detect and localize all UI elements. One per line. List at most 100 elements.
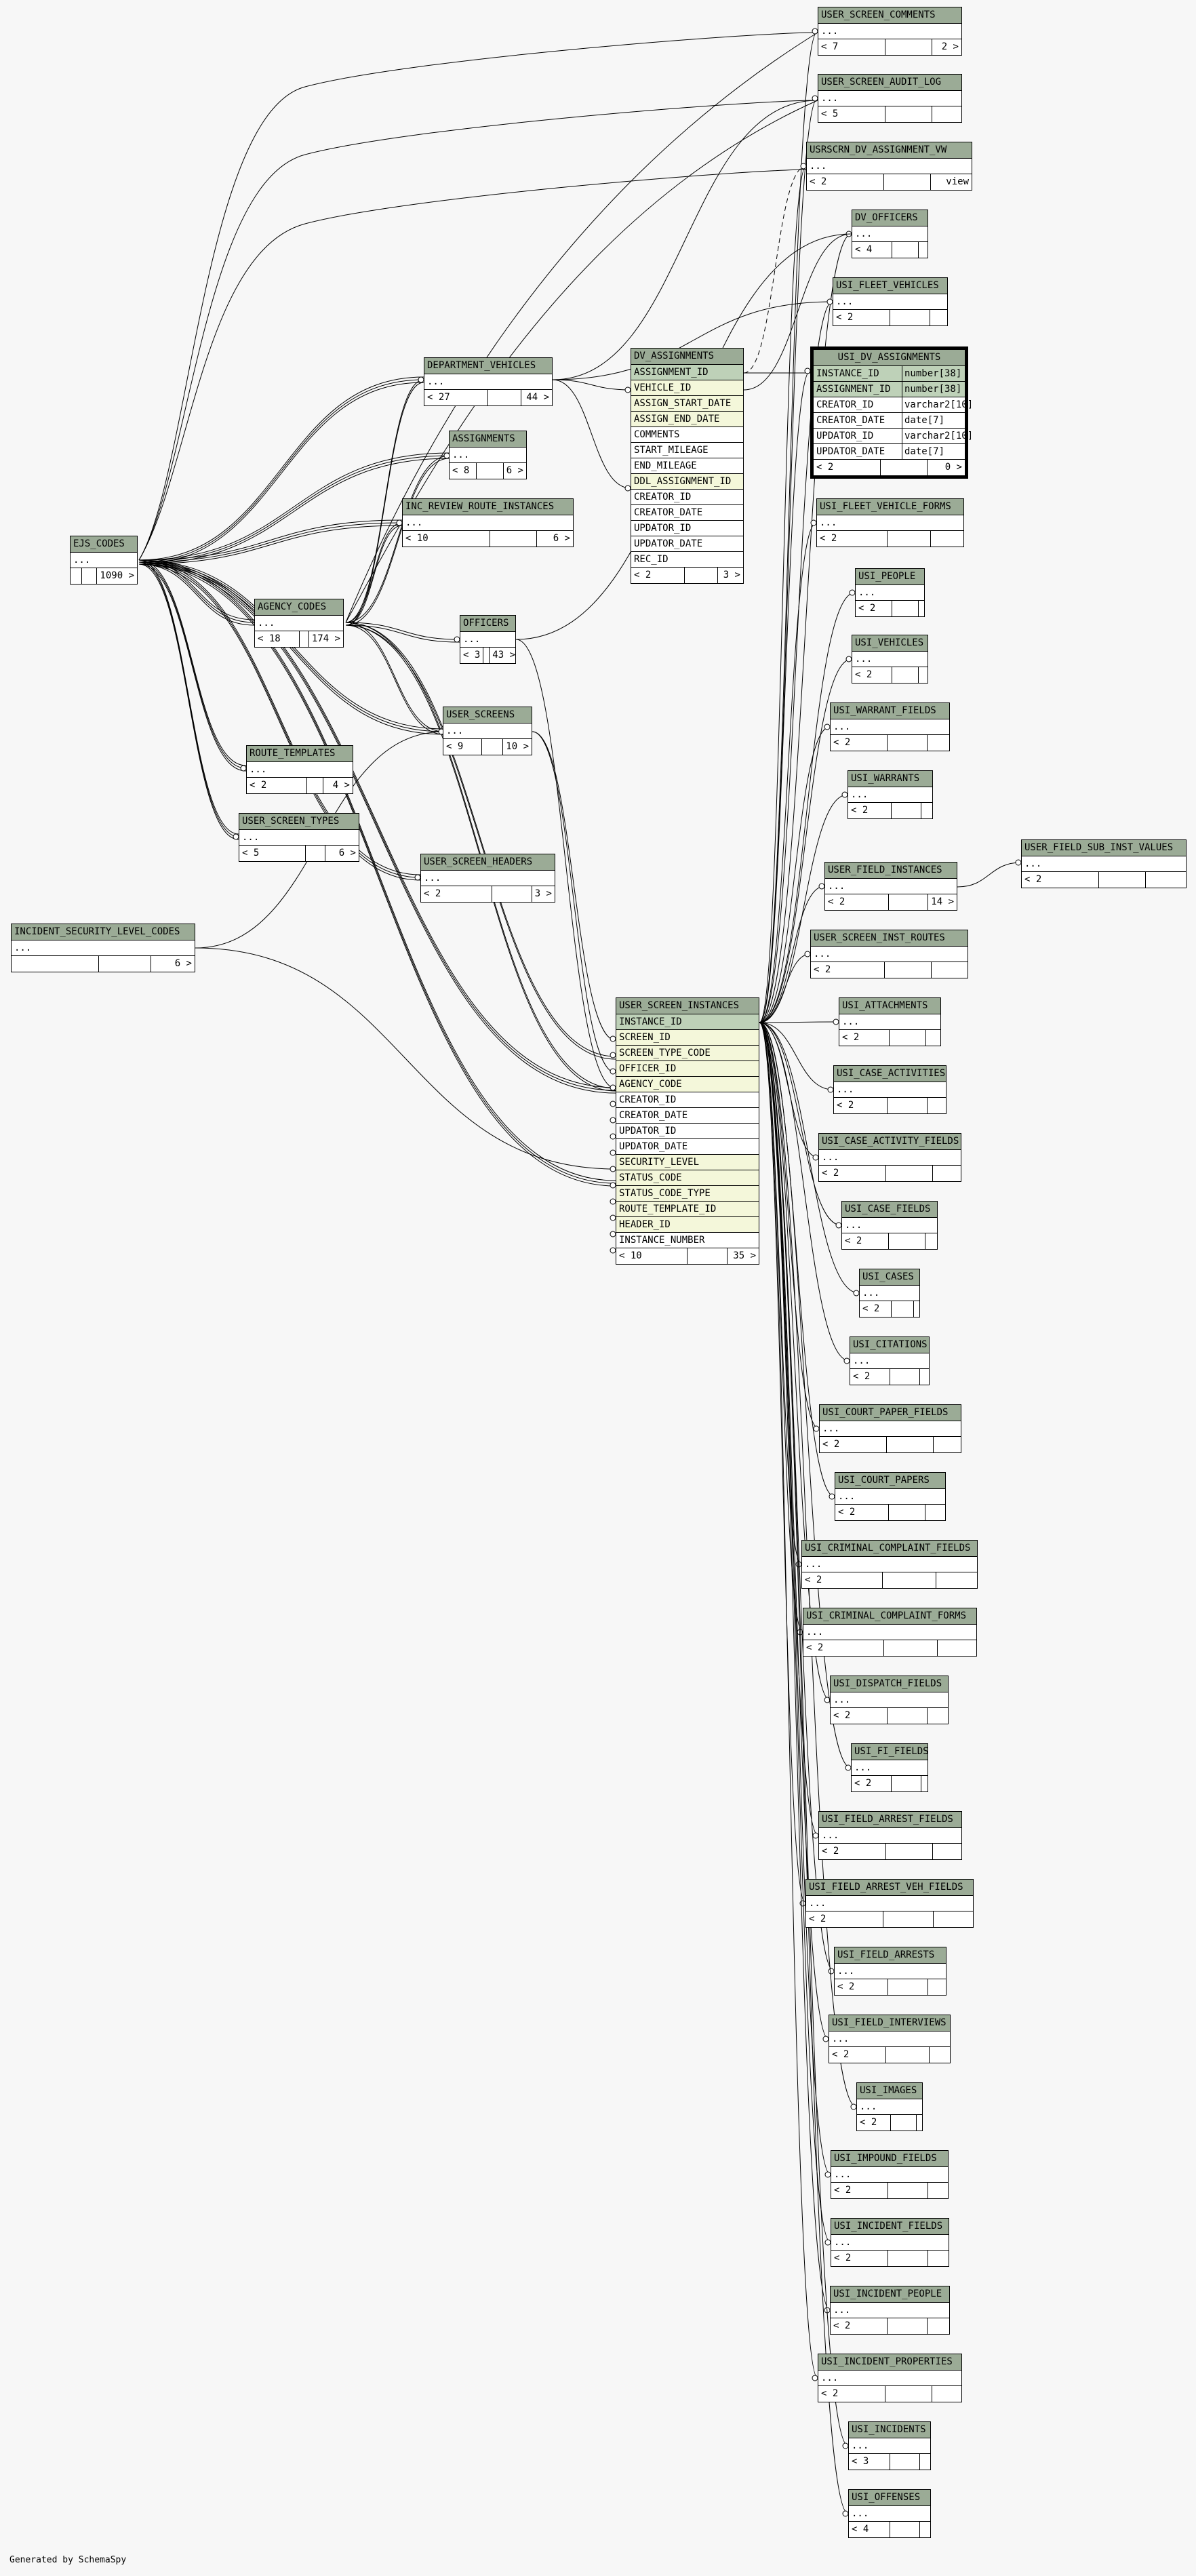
table-usi-dispatch-fields[interactable]: USI_DISPATCH_FIELDS...< 2 — [830, 1676, 949, 1724]
table-usi-field-arrest-fields[interactable]: USI_FIELD_ARREST_FIELDS...< 2 — [818, 1811, 962, 1860]
relationship-line — [345, 100, 818, 623]
table-header: ASSIGNMENTS — [450, 431, 526, 448]
table-usi-field-arrest-veh-fields[interactable]: USI_FIELD_ARREST_VEH_FIELDS...< 2 — [805, 1879, 974, 1928]
footer-row: < 3 — [849, 2454, 930, 2470]
table-header: USI_DV_ASSIGNMENTS — [814, 350, 965, 366]
column-name: ... — [427, 376, 445, 387]
table-usi-impound-fields[interactable]: USI_IMPOUND_FIELDS...< 2 — [831, 2150, 949, 2199]
table-header: USI_FIELD_INTERVIEWS — [829, 2015, 950, 2032]
table-usi-warrants[interactable]: USI_WARRANTS...< 2 — [848, 770, 933, 819]
table-user-screen-audit-log[interactable]: USER_SCREEN_AUDIT_LOG...< 5 — [818, 74, 962, 123]
table-usi-incident-properties[interactable]: USI_INCIDENT_PROPERTIES...< 2 — [818, 2354, 962, 2402]
table-usi-images[interactable]: USI_IMAGES...< 2 — [856, 2082, 923, 2131]
column-row: COMMENTS — [631, 427, 743, 443]
table-footer: 6 > — [12, 956, 195, 972]
table-usi-offenses[interactable]: USI_OFFENSES...< 4 — [848, 2489, 931, 2538]
child-count — [930, 310, 947, 325]
table-header: USI_FIELD_ARREST_VEH_FIELDS — [806, 1880, 973, 1896]
parent-count: < 2 — [802, 1572, 883, 1588]
table-usi-court-paper-fields[interactable]: USI_COURT_PAPER_FIELDS...< 2 — [819, 1404, 961, 1453]
table-usi-vehicles[interactable]: USI_VEHICLES...< 2 — [852, 635, 928, 683]
table-user-field-sub-inst-values[interactable]: USER_FIELD_SUB_INST_VALUES...< 2 — [1021, 839, 1187, 888]
table-usi-cases[interactable]: USI_CASES...< 2 — [859, 1269, 920, 1317]
parent-count: < 2 — [819, 1166, 886, 1181]
column-row: STATUS_CODE — [616, 1170, 759, 1186]
parent-count: < 8 — [450, 463, 477, 479]
table-usi-fi-fields[interactable]: USI_FI_FIELDS...< 2 — [851, 1743, 929, 1792]
table-usi-warrant-fields[interactable]: USI_WARRANT_FIELDS...< 2 — [830, 702, 950, 751]
table-usi-citations[interactable]: USI_CITATIONS...< 2 — [850, 1336, 930, 1385]
table-usi-fleet-vehicle-forms[interactable]: USI_FLEET_VEHICLE_FORMS...< 2 — [816, 498, 964, 547]
table-header: OFFICERS — [460, 616, 515, 632]
table-usi-incident-fields[interactable]: USI_INCIDENT_FIELDS...< 2 — [831, 2218, 949, 2267]
table-footer: < 2 — [803, 1640, 976, 1656]
relationship-line — [345, 382, 424, 626]
relationship-line — [138, 458, 450, 565]
column-row: ... — [818, 24, 961, 39]
crowfoot-marker — [610, 1166, 616, 1172]
table-usi-criminal-complaint-forms[interactable]: USI_CRIMINAL_COMPLAINT_FORMS...< 2 — [803, 1608, 977, 1657]
table-usi-case-fields[interactable]: USI_CASE_FIELDS...< 2 — [841, 1201, 938, 1250]
column-row: END_MILEAGE — [631, 458, 743, 474]
table-footer: 1090 > — [71, 568, 137, 584]
table-usi-people[interactable]: USI_PEOPLE...< 2 — [855, 568, 925, 617]
column-name: ... — [833, 1695, 851, 1705]
table-dv-officers[interactable]: DV_OFFICERS...< 4 — [852, 210, 928, 258]
table-usi-field-arrests[interactable]: USI_FIELD_ARRESTS...< 2 — [834, 1947, 946, 1996]
parent-count: < 2 — [811, 962, 885, 978]
crowfoot-marker — [828, 1968, 835, 1975]
child-count — [921, 803, 932, 818]
table-header: USI_IMPOUND_FIELDS — [831, 2151, 948, 2167]
crowfoot-marker — [454, 636, 460, 643]
table-user-screen-inst-routes[interactable]: USER_SCREEN_INST_ROUTES...< 2 — [810, 930, 968, 978]
crowfoot-marker — [610, 1101, 616, 1107]
column-row: ... — [818, 91, 961, 106]
relationship-line — [138, 32, 818, 561]
crowfoot-marker — [610, 1035, 616, 1042]
table-usi-court-papers[interactable]: USI_COURT_PAPERS...< 2 — [835, 1472, 946, 1521]
row-count — [890, 2522, 920, 2537]
table-footer: < 2 — [831, 2318, 949, 2334]
footer-row: < 2 — [831, 2318, 949, 2334]
table-usi-incidents[interactable]: USI_INCIDENTS...< 3 — [848, 2421, 931, 2470]
column-row: REC_ID — [631, 552, 743, 568]
table-usi-fleet-vehicles[interactable]: USI_FLEET_VEHICLES...< 2 — [833, 277, 948, 326]
column-row: ... — [825, 879, 957, 894]
table-usi-case-activity-fields[interactable]: USI_CASE_ACTIVITY_FIELDS...< 2 — [818, 1133, 961, 1182]
table-usi-incident-people[interactable]: USI_INCIDENT_PEOPLE...< 2 — [830, 2286, 950, 2335]
parent-count: < 2 — [421, 886, 492, 902]
column-row: ASSIGNMENT_ID — [631, 365, 743, 380]
table-usi-attachments[interactable]: USI_ATTACHMENTS...< 2 — [839, 997, 941, 1046]
row-count — [82, 568, 98, 584]
table-incident-security-level-codes[interactable]: INCIDENT_SECURITY_LEVEL_CODES...6 > — [11, 924, 195, 972]
table-usi-case-activities[interactable]: USI_CASE_ACTIVITIES...< 2 — [833, 1065, 946, 1114]
child-count — [1146, 872, 1186, 888]
table-ejs-codes[interactable]: EJS_CODES...1090 > — [70, 536, 138, 584]
column-row: ... — [831, 2167, 948, 2183]
child-count: view — [946, 176, 969, 187]
table-usi-criminal-complaint-fields[interactable]: USI_CRIMINAL_COMPLAINT_FIELDS...< 2 — [801, 1540, 978, 1589]
column-name: SECURITY_LEVEL — [619, 1157, 700, 1168]
parent-count: < 2 — [831, 1708, 888, 1724]
row-count — [488, 390, 521, 405]
crowfoot-marker — [824, 2239, 831, 2246]
table-usi-field-interviews[interactable]: USI_FIELD_INTERVIEWS...< 2 — [829, 2015, 951, 2063]
child-count — [928, 1098, 946, 1113]
